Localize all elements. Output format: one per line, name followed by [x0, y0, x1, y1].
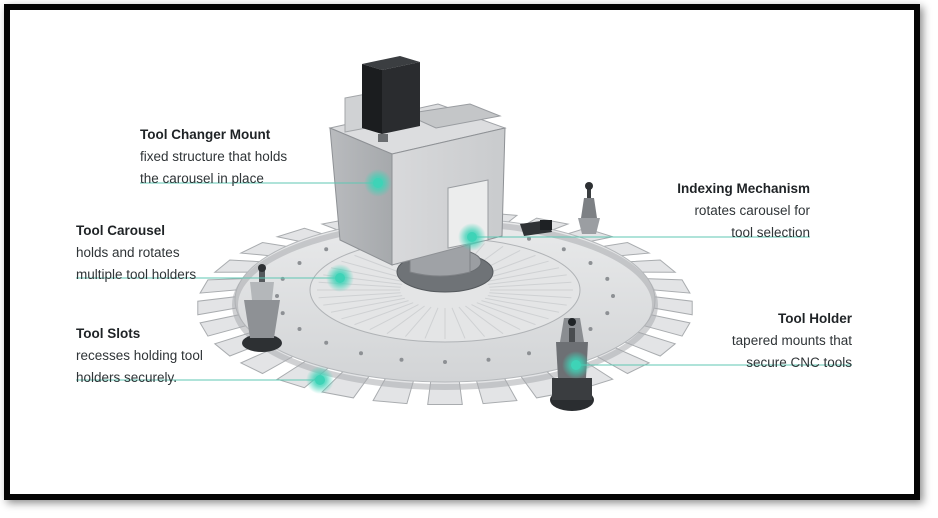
carousel-spoke	[451, 307, 466, 339]
carousel-spoke	[489, 281, 572, 288]
carousel-bolt	[324, 247, 329, 252]
callout-desc-line: fixed structure that holds	[140, 149, 288, 164]
carousel-spoke	[476, 302, 536, 326]
indexing-actuator	[520, 220, 552, 236]
carousel-spoke	[487, 274, 567, 285]
carousel-bolt	[611, 294, 615, 298]
carousel-bolt	[588, 327, 593, 331]
carousel-spoke	[485, 267, 560, 283]
callout-desc-line: holders securely.	[76, 370, 178, 385]
callout-tool-holder: Tool Holder tapered mounts that secure C…	[732, 308, 852, 374]
carousel-spoke	[481, 300, 549, 320]
carousel-bolt	[605, 276, 610, 281]
carousel-bolt	[605, 311, 610, 316]
carousel-bolt	[399, 357, 404, 362]
carousel-spoke	[424, 307, 439, 339]
callout-title: Tool Slots	[76, 326, 141, 341]
callout-indexing-mechanism: Indexing Mechanism rotates carousel for …	[677, 178, 810, 244]
carousel-bolt	[359, 351, 363, 356]
carousel-bolt	[297, 261, 302, 265]
marker-indexing-mechanism[interactable]	[458, 223, 486, 251]
carousel-spoke	[458, 306, 485, 337]
callout-title: Indexing Mechanism	[677, 181, 810, 196]
callout-desc-line: multiple tool holders	[76, 267, 197, 282]
carousel-bolt	[588, 261, 593, 265]
carousel-bolt	[280, 311, 285, 316]
carousel-spoke	[485, 297, 560, 313]
callout-tool-carousel: Tool Carousel holds and rotates multiple…	[76, 220, 196, 286]
carousel-spoke	[318, 292, 401, 299]
carousel-spoke	[341, 300, 409, 320]
tool-holder-back-right	[578, 182, 600, 234]
carousel-bolt	[561, 247, 566, 252]
callout-tool-slots: Tool Slots recesses holding tool holders…	[76, 323, 203, 389]
carousel-spoke	[341, 260, 409, 280]
carousel-spoke	[323, 295, 403, 306]
carousel-spoke	[369, 304, 419, 331]
carousel-bolt	[297, 327, 302, 331]
carousel-bolt	[527, 351, 531, 356]
callout-desc-line: holds and rotates	[76, 245, 180, 260]
callout-title: Tool Holder	[778, 311, 852, 326]
tool-holder-left	[242, 264, 282, 352]
carousel-spoke	[487, 295, 567, 306]
leader-lines	[76, 182, 852, 381]
carousel-bolt	[486, 357, 491, 362]
servo-motor	[362, 56, 420, 142]
carousel-bolt	[443, 360, 447, 364]
carousel-bolt	[275, 294, 279, 298]
callout-title: Tool Changer Mount	[140, 127, 271, 142]
callout-title: Tool Carousel	[76, 223, 166, 238]
carousel-spoke	[354, 302, 414, 326]
carousel-spoke	[405, 306, 432, 337]
carousel-spoke	[471, 304, 521, 331]
callout-desc-line: secure CNC tools	[746, 355, 852, 370]
carousel-spoke	[481, 260, 549, 280]
carousel-bolt	[527, 236, 531, 241]
callout-desc-line: recesses holding tool	[76, 348, 203, 363]
callout-desc-line: the carousel in place	[140, 171, 264, 186]
carousel-spoke	[330, 297, 405, 313]
callout-desc-line: tool selection	[731, 225, 810, 240]
marker-tool-carousel[interactable]	[326, 264, 354, 292]
marker-tool-changer-mount[interactable]	[364, 169, 392, 197]
carousel-bolt	[324, 340, 329, 345]
callout-desc-line: tapered mounts that	[731, 333, 852, 348]
marker-tool-holder[interactable]	[562, 351, 590, 379]
carousel-spoke	[386, 305, 425, 335]
marker-tool-slots[interactable]	[306, 366, 334, 394]
carousel-spoke	[465, 305, 504, 335]
mount-top-plate	[403, 103, 502, 129]
carousel-spoke	[489, 292, 572, 299]
callout-desc-line: rotates carousel for	[694, 203, 810, 218]
callout-tool-changer-mount: Tool Changer Mount fixed structure that …	[140, 124, 287, 190]
